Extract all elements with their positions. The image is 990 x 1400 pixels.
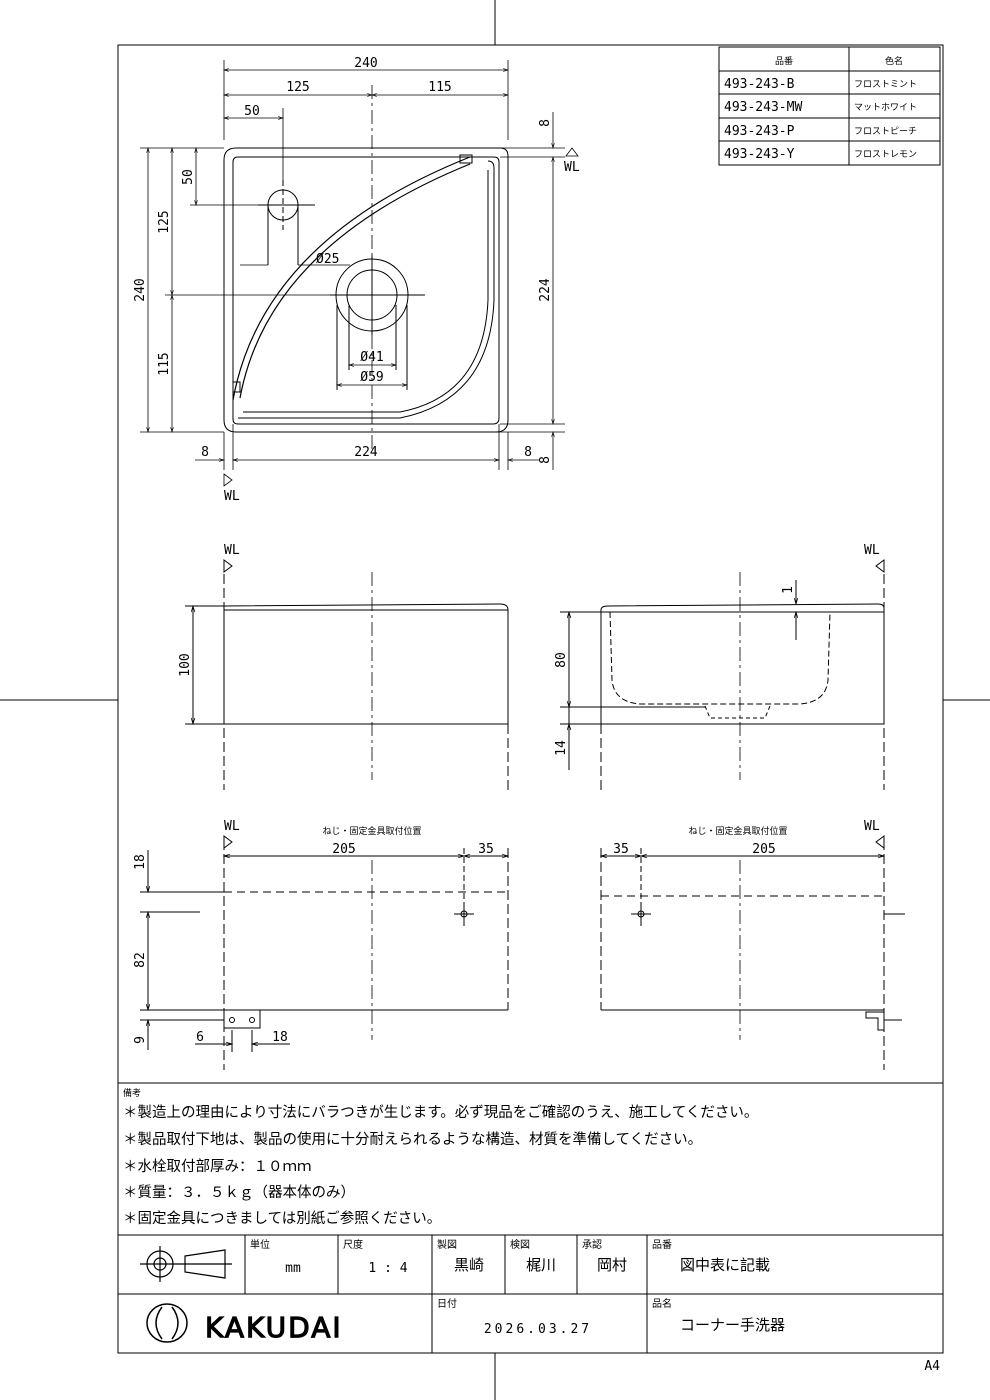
dim-125-left: 125 xyxy=(157,210,172,233)
wl-label-front: WL xyxy=(224,543,240,558)
table-color-4: フロストレモン xyxy=(854,150,917,160)
unit-value: mm xyxy=(285,1261,301,1276)
table-part-3: 493-243-P xyxy=(724,124,795,139)
dim-35-mount-right: 35 xyxy=(613,842,629,857)
wl-label-mount-right: WL xyxy=(864,819,880,834)
dim-d59: Ø59 xyxy=(360,370,383,385)
dim-240-left: 240 xyxy=(133,278,148,301)
dim-50-top: 50 xyxy=(244,104,260,119)
scale-label: 尺度 xyxy=(343,1238,363,1251)
dim-224-right: 224 xyxy=(538,278,553,302)
wl-label-mount-left: WL xyxy=(224,819,240,834)
dim-205-mount-right: 205 xyxy=(752,842,775,857)
note-line-2: ＊製品取付下地は、製品の使用に十分耐えられるような構造、材質を準備してください。 xyxy=(123,1130,702,1148)
parts-table: 品番 色名 493-243-B フロストミント 493-243-MW マットホワ… xyxy=(718,46,941,166)
name-value: コーナー手洗器 xyxy=(680,1316,785,1334)
note-line-3: ＊水栓取付部厚み：１０ｍｍ xyxy=(123,1158,312,1175)
dim-18b-mount-left: 18 xyxy=(272,1030,288,1045)
front-view xyxy=(185,559,509,790)
table-header-color: 色名 xyxy=(885,55,903,67)
dim-125-top: 125 xyxy=(286,80,309,95)
dim-100-front: 100 xyxy=(178,653,193,676)
dim-14-side: 14 xyxy=(554,740,569,756)
date-label: 日付 xyxy=(437,1297,457,1310)
dim-8-bottom-right: 8 xyxy=(524,445,532,460)
table-part-1: 493-243-B xyxy=(724,77,795,92)
table-part-2: 493-243-MW xyxy=(724,100,802,115)
dim-9-mount-left: 9 xyxy=(133,1036,148,1044)
table-color-2: マットホワイト xyxy=(854,102,917,113)
scale-value: 1 : 4 xyxy=(368,1261,407,1276)
dim-35-mount-left: 35 xyxy=(478,842,494,857)
dim-80-side: 80 xyxy=(554,652,569,668)
table-part-4: 493-243-Y xyxy=(724,147,795,162)
approved-label: 承認 xyxy=(582,1238,602,1251)
mount-view-left xyxy=(140,835,508,1070)
dim-115-left: 115 xyxy=(157,352,172,375)
plan-view xyxy=(223,147,509,433)
checked-label: 検図 xyxy=(510,1238,530,1251)
table-header-part: 品番 xyxy=(775,55,793,67)
kakudai-logo-icon xyxy=(146,1303,188,1343)
note-line-4: ＊質量：３．５ｋｇ（器本体のみ） xyxy=(123,1183,355,1201)
sheet-size: A4 xyxy=(924,1359,940,1374)
mount-title-right: ねじ・固定金具取付位置 xyxy=(688,825,787,837)
dim-240-top: 240 xyxy=(354,56,377,71)
wl-label-plan-bottom: WL xyxy=(224,489,240,504)
title-block xyxy=(118,1234,943,1353)
wl-label-plan-right: WL xyxy=(564,160,580,175)
mount-title-left: ねじ・固定金具取付位置 xyxy=(322,825,421,837)
part-value: 図中表に記載 xyxy=(680,1256,770,1274)
drawn-label: 製図 xyxy=(437,1238,457,1251)
unit-label: 単位 xyxy=(250,1238,270,1251)
dim-115-top: 115 xyxy=(428,80,451,95)
part-label: 品番 xyxy=(652,1239,672,1251)
checked-value: 梶川 xyxy=(526,1256,556,1274)
wl-label-side: WL xyxy=(864,543,880,558)
date-value: 2026.03.27 xyxy=(484,1322,592,1337)
projection-symbol-icon xyxy=(140,1246,232,1282)
dim-8-bottom-left: 8 xyxy=(201,445,209,460)
dim-6-mount-left: 6 xyxy=(196,1030,204,1045)
table-color-3: フロストピーチ xyxy=(854,126,917,137)
dim-82-mount-left: 82 xyxy=(133,952,148,968)
note-line-1: ＊製造上の理由により寸法にバラつきが生じます。必ず現品をご確認のうえ、施工してく… xyxy=(123,1104,758,1121)
dim-205-mount-left: 205 xyxy=(332,842,355,857)
dim-1-side: 1 xyxy=(781,586,796,594)
dim-d25: Ø25 xyxy=(316,252,339,267)
side-view xyxy=(560,559,885,790)
dim-50-left: 50 xyxy=(181,169,196,185)
mount-view-right xyxy=(601,835,905,1070)
dim-18-mount-left: 18 xyxy=(133,854,148,870)
dim-8-bottom-vertical: 8 xyxy=(538,456,553,464)
note-line-5: ＊固定金具につきましては別紙ご参照ください。 xyxy=(123,1210,441,1227)
dim-d41: Ø41 xyxy=(360,350,383,365)
approved-value: 岡村 xyxy=(597,1256,627,1274)
drawn-value: 黒崎 xyxy=(454,1256,484,1274)
dim-8-top: 8 xyxy=(538,119,553,127)
notes-title: 備考 xyxy=(123,1087,141,1099)
dim-224-bottom: 224 xyxy=(354,445,378,460)
plan-dimensions xyxy=(140,60,579,487)
table-color-1: フロストミント xyxy=(854,80,917,90)
name-label: 品名 xyxy=(652,1297,672,1310)
brand-name: KAKUDAI xyxy=(205,1311,343,1344)
